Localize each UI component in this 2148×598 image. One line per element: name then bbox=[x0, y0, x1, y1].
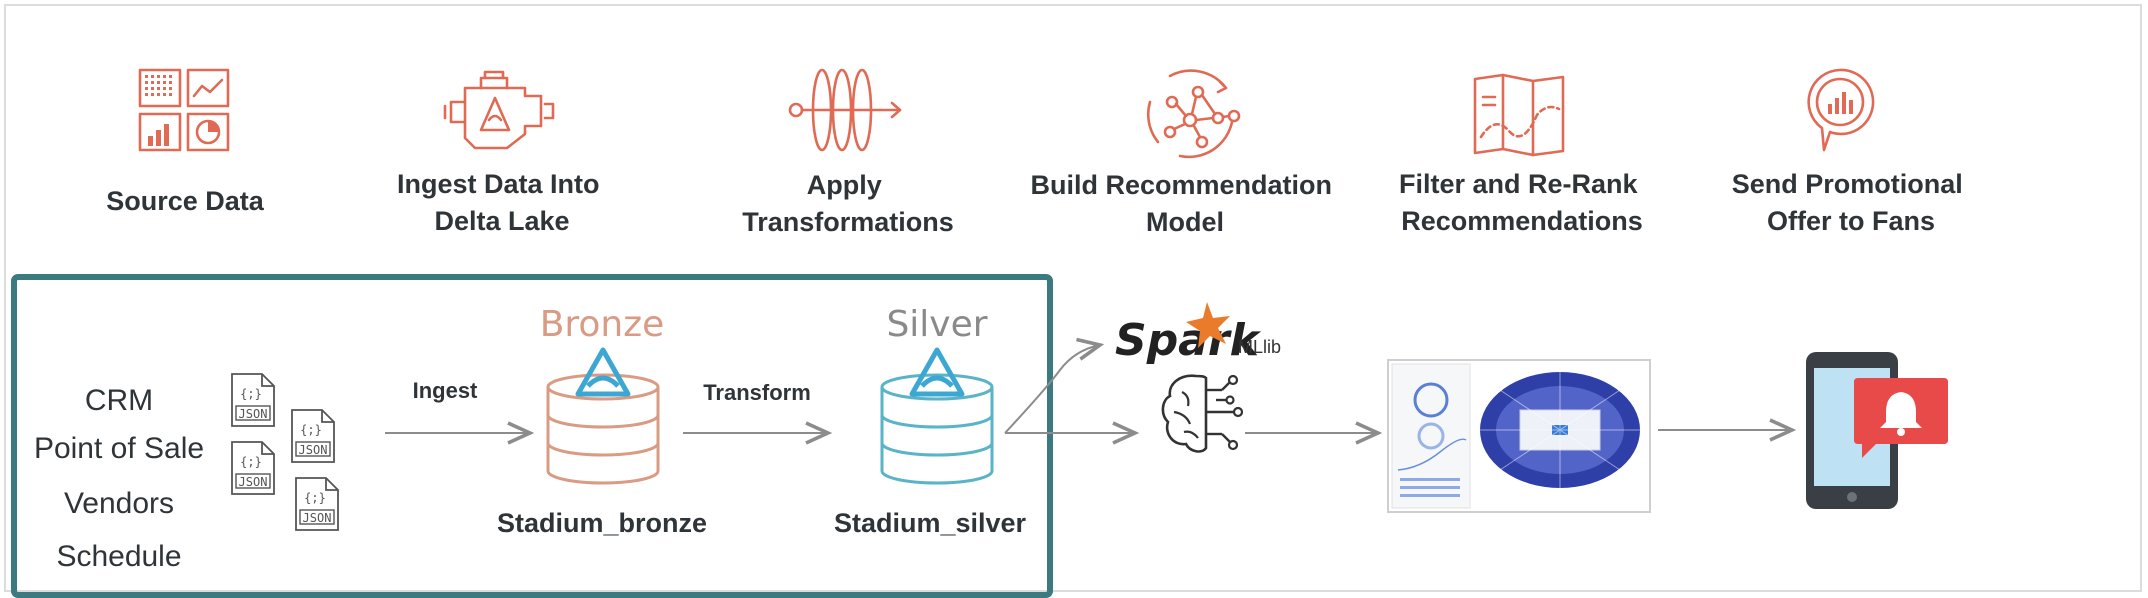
engine-icon bbox=[443, 70, 555, 150]
stadium-dashboard-thumbnail bbox=[1387, 359, 1651, 513]
transform-rings-icon bbox=[788, 68, 902, 152]
silver-table-label: Stadium_silver bbox=[834, 508, 1027, 538]
stage-label-ingest: Ingest Data Into Delta Lake bbox=[397, 169, 607, 236]
delta-lake-box bbox=[11, 274, 1053, 598]
dashboard-icon bbox=[138, 68, 230, 152]
spark-name: Spark bbox=[1115, 315, 1262, 366]
transform-label: Transform bbox=[703, 380, 811, 405]
json-glyph: {;} bbox=[304, 491, 326, 505]
mllib-label: MLlib bbox=[1238, 337, 1281, 357]
stage-label-model: Build Recommendation Model bbox=[1030, 170, 1339, 237]
json-file-label: JSON bbox=[299, 443, 328, 457]
json-glyph: {;} bbox=[240, 387, 262, 401]
stage-label-filter: Filter and Re-Rank Recommendations bbox=[1399, 169, 1645, 236]
chart-bubble-icon bbox=[1807, 68, 1875, 152]
json-file-icon: {;} JSON bbox=[291, 409, 335, 463]
network-graph-icon bbox=[1146, 69, 1241, 159]
json-file-icon: {;} JSON bbox=[295, 477, 339, 531]
json-file-label: JSON bbox=[239, 475, 268, 489]
map-route-icon bbox=[1473, 73, 1565, 157]
ingest-label: Ingest bbox=[413, 378, 478, 403]
json-file-label: JSON bbox=[303, 511, 332, 525]
bronze-tier-label: Bronze bbox=[540, 304, 665, 345]
source-crm: CRM bbox=[85, 384, 153, 417]
silver-table-icon bbox=[880, 373, 994, 485]
silver-to-spark-arrow bbox=[1004, 345, 1100, 434]
stage-label-source: Source Data bbox=[106, 186, 265, 216]
source-vendors: Vendors bbox=[64, 487, 174, 520]
bronze-table-label: Stadium_bronze bbox=[497, 508, 707, 538]
json-file-icon: {;} JSON bbox=[231, 373, 275, 427]
json-file-icon: {;} JSON bbox=[231, 441, 275, 495]
bell-icon bbox=[1880, 392, 1922, 428]
spark-logo: Spark MLlib bbox=[1115, 302, 1281, 366]
delta-logo-icon bbox=[575, 347, 631, 397]
json-file-label: JSON bbox=[239, 407, 268, 421]
source-schedule: Schedule bbox=[56, 540, 181, 573]
source-point-of-sale: Point of Sale bbox=[34, 432, 204, 465]
brain-circuit-icon bbox=[1161, 374, 1244, 453]
delta-logo-icon bbox=[909, 347, 965, 397]
silver-tier-label: Silver bbox=[886, 304, 987, 345]
json-glyph: {;} bbox=[240, 455, 262, 469]
diagram-frame bbox=[4, 4, 2142, 592]
stage-label-offer: Send Promotional Offer to Fans bbox=[1732, 169, 1971, 236]
bronze-table-icon bbox=[546, 373, 660, 485]
spark-star-icon bbox=[1186, 302, 1230, 348]
stage-label-transform: Apply Transformations bbox=[742, 170, 954, 237]
json-glyph: {;} bbox=[300, 423, 322, 437]
phone-notification-icon bbox=[1806, 352, 1948, 509]
